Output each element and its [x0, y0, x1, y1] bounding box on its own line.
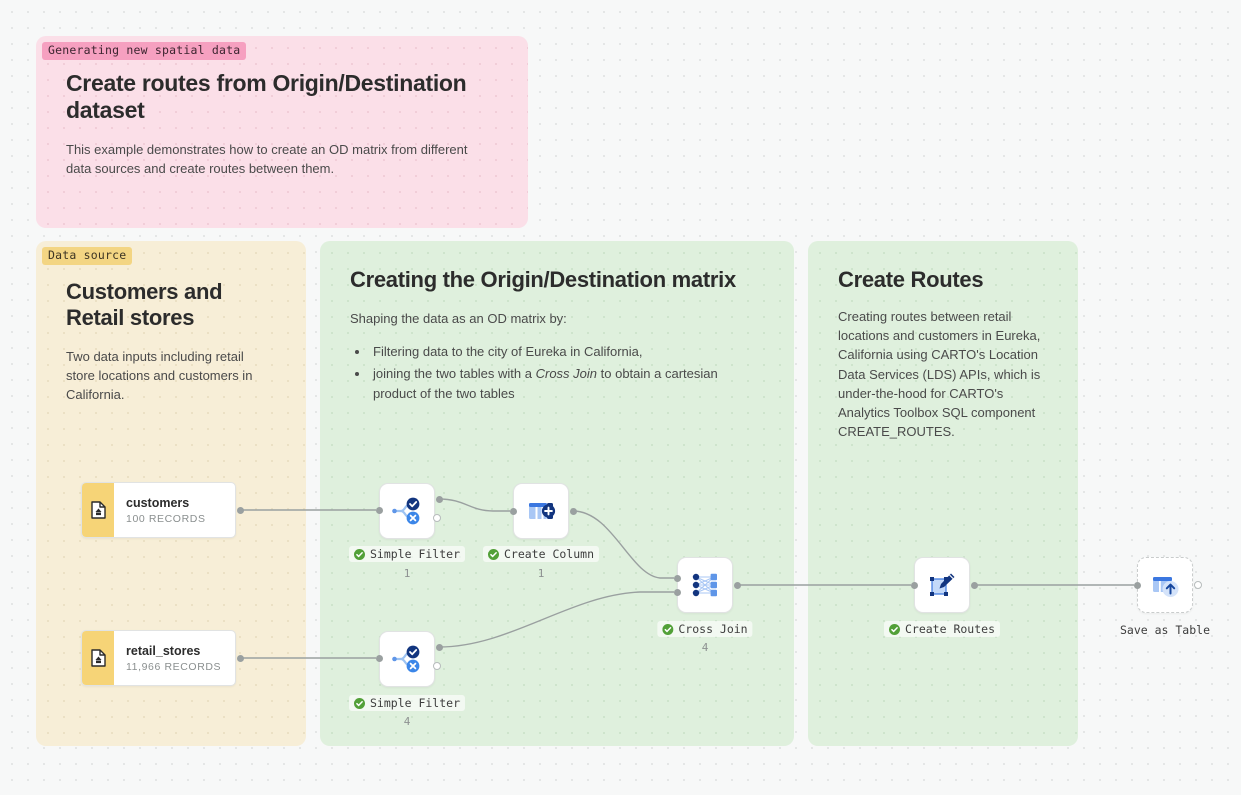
- port-in-filter1[interactable]: [376, 506, 383, 514]
- panel-body-od-matrix: Shaping the data as an OD matrix by:: [350, 310, 567, 326]
- create-column-icon: [529, 503, 556, 519]
- workflow-node-cross-join[interactable]: [677, 557, 733, 613]
- node-label-save-as-table: Save as Table: [1119, 623, 1211, 637]
- node-label-text: Cross Join: [678, 622, 748, 636]
- port-in-save-as-table[interactable]: [1134, 581, 1141, 589]
- bullet-text-pre: joining the two tables with a: [373, 366, 536, 382]
- port-out-create-routes[interactable]: [971, 581, 978, 589]
- port-out-filter1-false[interactable]: [433, 514, 441, 522]
- save-as-table-icon: [1153, 577, 1179, 597]
- panel-body-hero: This example demonstrates how to create …: [66, 142, 468, 177]
- port-in-cross-join-b[interactable]: [674, 588, 681, 596]
- file-import-icon: [90, 649, 106, 667]
- port-in-create-column[interactable]: [510, 507, 517, 515]
- annotation-panel-create-routes: Create Routes Creating routes between re…: [808, 241, 1078, 746]
- node-label-text: Simple Filter: [369, 547, 461, 561]
- simple-filter-icon: [392, 497, 420, 525]
- panel-title-od-matrix: Creating the Origin/Destination matrix: [350, 267, 736, 292]
- node-label-text: Create Routes: [904, 622, 996, 636]
- node-label-create-routes: Create Routes: [883, 621, 1001, 637]
- cross-join-icon: [692, 573, 717, 597]
- panel-badge-hero: Generating new spatial data: [42, 42, 247, 60]
- node-count-create-column: 1: [537, 567, 545, 580]
- panel-badge-data-source: Data source: [42, 247, 133, 265]
- source-node-records: 100 RECORDS: [126, 513, 206, 526]
- status-success-icon: [353, 697, 365, 709]
- port-out-create-column[interactable]: [570, 507, 577, 515]
- panel-body-create-routes: Creating routes between retail locations…: [838, 308, 1041, 440]
- port-out-cross-join[interactable]: [734, 581, 741, 589]
- status-success-icon: [888, 623, 900, 635]
- workflow-node-create-routes[interactable]: [914, 557, 970, 613]
- node-label-simple-filter-2: Simple Filter: [348, 695, 466, 711]
- node-label-simple-filter-1: Simple Filter: [348, 546, 466, 562]
- table-source-icon: [82, 483, 114, 537]
- port-out-save-as-table[interactable]: [1194, 581, 1202, 589]
- panel-title-create-routes: Create Routes: [838, 267, 984, 292]
- port-in-filter2[interactable]: [376, 654, 383, 662]
- status-success-icon: [353, 548, 365, 560]
- node-label-create-column: Create Column: [482, 546, 600, 562]
- workflow-node-simple-filter-1[interactable]: [379, 483, 435, 539]
- status-success-icon: [662, 623, 674, 635]
- workflow-node-save-as-table[interactable]: [1137, 557, 1193, 613]
- simple-filter-icon: [392, 645, 420, 673]
- source-node-name: customers: [126, 495, 190, 510]
- port-out-customers[interactable]: [237, 506, 244, 514]
- create-routes-icon: [930, 573, 955, 596]
- source-node-records: 11,966 RECORDS: [126, 661, 222, 674]
- list-item: joining the two tables with a Cross Join…: [370, 364, 764, 402]
- bullet-text-em: Cross Join: [535, 366, 598, 382]
- node-count-simple-filter-1: 1: [403, 567, 411, 580]
- panel-title-data-source: Customers and Retail stores: [66, 279, 223, 330]
- port-in-cross-join-a[interactable]: [674, 574, 681, 582]
- workflow-node-create-column[interactable]: [513, 483, 569, 539]
- source-node-customers[interactable]: customers 100 RECORDS: [81, 482, 236, 538]
- port-out-retail-stores[interactable]: [237, 654, 244, 662]
- node-label-text: Create Column: [503, 547, 595, 561]
- port-in-create-routes[interactable]: [911, 581, 918, 589]
- bullet-text-post: to obtain a cartesian product of the two…: [373, 366, 718, 401]
- node-count-simple-filter-2: 4: [403, 715, 411, 728]
- file-import-icon: [90, 501, 106, 519]
- workflow-node-simple-filter-2[interactable]: [379, 631, 435, 687]
- panel-bullet-list-od-matrix: Filtering data to the city of Eureka in …: [350, 342, 764, 403]
- annotation-panel-hero: Generating new spatial data Create route…: [36, 36, 528, 228]
- panel-title-hero: Create routes from Origin/Destination da…: [66, 70, 467, 124]
- node-count-cross-join: 4: [701, 641, 709, 654]
- list-item: Filtering data to the city of Eureka in …: [370, 342, 764, 361]
- panel-body-data-source: Two data inputs including retail store l…: [66, 348, 253, 403]
- bullet-text-pre: Filtering data to the city of Eureka in …: [373, 344, 643, 360]
- port-out-filter1-true[interactable]: [436, 495, 443, 503]
- table-source-icon: [82, 631, 114, 685]
- node-label-cross-join: Cross Join: [657, 621, 753, 637]
- port-out-filter2-false[interactable]: [433, 662, 441, 670]
- node-label-text: Simple Filter: [369, 696, 461, 710]
- source-node-name: retail_stores: [126, 643, 201, 658]
- status-success-icon: [487, 548, 499, 560]
- source-node-retail-stores[interactable]: retail_stores 11,966 RECORDS: [81, 630, 236, 686]
- port-out-filter2-true[interactable]: [436, 643, 443, 651]
